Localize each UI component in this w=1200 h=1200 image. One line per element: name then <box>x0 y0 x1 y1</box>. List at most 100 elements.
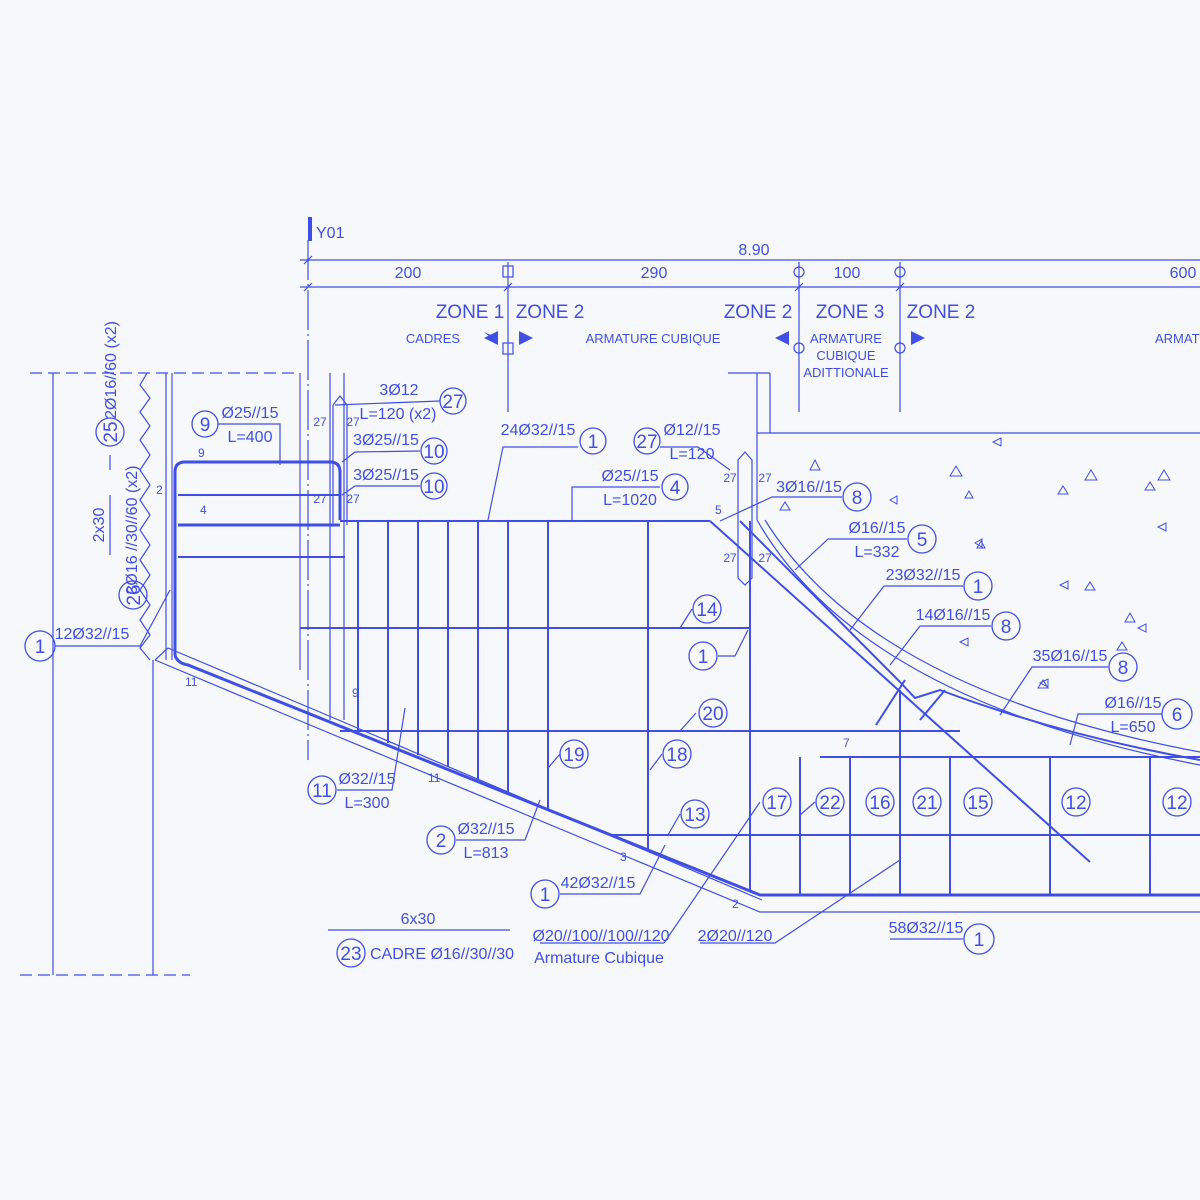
svg-text:Ø25//15: Ø25//15 <box>222 405 279 422</box>
svg-text:3Ø16//15: 3Ø16//15 <box>776 479 842 496</box>
svg-text:18: 18 <box>666 745 687 766</box>
bar-mark-bubble: 17 <box>762 787 792 817</box>
note-cubic-label: Armature Cubique <box>534 950 664 967</box>
svg-text:3Ø25//15: 3Ø25//15 <box>353 467 419 484</box>
svg-text:L=120: L=120 <box>670 446 715 463</box>
bar-mark-bubble: 12 <box>1162 787 1192 817</box>
bar-mark-bubble: 22 <box>815 787 845 817</box>
svg-text:1: 1 <box>974 930 985 951</box>
callout-6: Ø16//15 L=650 6 <box>1105 695 1193 736</box>
svg-text:27: 27 <box>723 551 737 565</box>
svg-text:1: 1 <box>698 647 709 668</box>
callout-8c: 35Ø16//15 8 <box>1033 648 1138 682</box>
callout-1a: 24Ø32//15 1 <box>501 422 607 455</box>
svg-text:19: 19 <box>563 745 584 766</box>
dimension-segment: 600 <box>1170 265 1197 282</box>
svg-text:L=332: L=332 <box>855 544 900 561</box>
dimension-total: 8.90 <box>738 242 769 259</box>
svg-text:11: 11 <box>185 675 198 689</box>
zone-title: ZONE 3 <box>816 302 885 323</box>
callout-5: Ø16//15 L=332 5 <box>849 520 937 561</box>
svg-text:27: 27 <box>723 471 737 485</box>
bar-mark-bubble: 1 <box>688 641 718 671</box>
svg-text:L=400: L=400 <box>228 429 273 446</box>
callout-4: Ø25//15 L=1020 4 <box>602 468 689 509</box>
svg-text:42Ø32//15: 42Ø32//15 <box>561 875 636 892</box>
svg-text:Ø32//15: Ø32//15 <box>339 771 396 788</box>
svg-text:L=813: L=813 <box>464 845 509 862</box>
svg-text:2: 2 <box>732 897 739 911</box>
svg-text:1: 1 <box>35 637 46 658</box>
note-two-bars: 2Ø20//120 <box>698 928 773 945</box>
svg-text:L=1020: L=1020 <box>603 492 657 509</box>
bar-mark-bubble: 14 <box>692 594 722 624</box>
svg-text:2: 2 <box>436 831 447 852</box>
callout-10b: 3Ø25//15 10 <box>353 467 448 500</box>
callout-26: 3Ø16 //30//60 (x2) 2x30 26 <box>91 466 148 610</box>
note-cubic-reinforcement: Ø20//100//100//120 <box>533 928 670 945</box>
bar-mark-bubble: 20 <box>698 698 728 728</box>
svg-text:2Ø16//60 (x2): 2Ø16//60 (x2) <box>103 321 120 419</box>
svg-text:17: 17 <box>766 793 787 814</box>
zone-description: ARMATURE <box>810 331 882 346</box>
zone-separators <box>484 262 925 412</box>
svg-text:35Ø16//15: 35Ø16//15 <box>1033 648 1108 665</box>
svg-text:12: 12 <box>1065 793 1086 814</box>
svg-text:1: 1 <box>588 432 599 453</box>
svg-text:Ø12//15: Ø12//15 <box>664 422 721 439</box>
svg-text:27: 27 <box>758 471 772 485</box>
svg-text:5: 5 <box>715 503 722 517</box>
dimension-segment: 100 <box>834 265 861 282</box>
bar-mark-bubble: 13 <box>680 799 710 829</box>
callout-27b: Ø12//15 L=120 27 <box>633 422 721 463</box>
svg-text:25: 25 <box>101 421 122 442</box>
svg-text:27: 27 <box>442 392 463 413</box>
svg-text:15: 15 <box>967 793 988 814</box>
svg-text:8: 8 <box>1001 617 1012 638</box>
svg-text:L=650: L=650 <box>1111 719 1156 736</box>
bar-mark-bubble: 21 <box>912 787 942 817</box>
svg-text:10: 10 <box>423 477 444 498</box>
callout-23: 6x30 23 CADRE Ø16//30//30 <box>336 911 514 968</box>
svg-text:27: 27 <box>313 492 327 506</box>
svg-text:L=120 (x2): L=120 (x2) <box>360 406 437 423</box>
svg-text:27: 27 <box>313 415 327 429</box>
bar-mark-bubble: 12 <box>1061 787 1091 817</box>
zone-title: ZONE 2 <box>516 302 585 323</box>
svg-text:4: 4 <box>200 503 207 517</box>
dimension-segment: 200 <box>395 265 422 282</box>
zone-title: ZONE 2 <box>907 302 976 323</box>
svg-text:27: 27 <box>636 432 657 453</box>
svg-text:Ø16//15: Ø16//15 <box>1105 695 1162 712</box>
dimension-segment: 290 <box>641 265 668 282</box>
svg-text:12Ø32//15: 12Ø32//15 <box>55 626 130 643</box>
svg-text:24Ø32//15: 24Ø32//15 <box>501 422 576 439</box>
svg-text:27: 27 <box>346 415 360 429</box>
svg-text:Ø25//15: Ø25//15 <box>602 468 659 485</box>
callout-25: 2Ø16//60 (x2) 25 <box>95 321 125 447</box>
axis-label: Y01 <box>316 225 345 242</box>
svg-text:6: 6 <box>1172 705 1183 726</box>
svg-text:3Ø25//15: 3Ø25//15 <box>353 432 419 449</box>
zone-description: ARMATURE CUBIQUE <box>586 331 721 346</box>
callout-10a: 3Ø25//15 10 <box>353 432 448 465</box>
svg-text:27: 27 <box>758 551 772 565</box>
svg-text:14Ø16//15: 14Ø16//15 <box>916 607 991 624</box>
zone-title: ZONE 2 <box>724 302 793 323</box>
svg-text:Ø32//15: Ø32//15 <box>458 821 515 838</box>
svg-text:7: 7 <box>843 736 850 750</box>
svg-text:CADRE Ø16//30//30: CADRE Ø16//30//30 <box>370 946 514 963</box>
zone-description: ARMATU <box>1155 331 1200 346</box>
callout-9: Ø25//15 L=400 9 <box>191 405 279 446</box>
svg-text:11: 11 <box>312 781 332 802</box>
callout-2: Ø32//15 L=813 2 <box>426 821 515 862</box>
svg-text:23Ø32//15: 23Ø32//15 <box>886 567 961 584</box>
small-marks: 27 27 27 27 27 27 27 27 9 4 2 5 7 11 11 … <box>156 415 850 911</box>
callout-27a: 3Ø12 L=120 (x2) 27 <box>360 382 467 423</box>
callout-1d: 42Ø32//15 1 <box>530 875 636 909</box>
zone-description: CADRES <box>406 331 461 346</box>
svg-text:27: 27 <box>346 492 360 506</box>
zone-description: CUBIQUE <box>816 348 876 363</box>
dimension-lines <box>300 255 1200 292</box>
zone-description: ADITTIONALE <box>803 365 889 380</box>
